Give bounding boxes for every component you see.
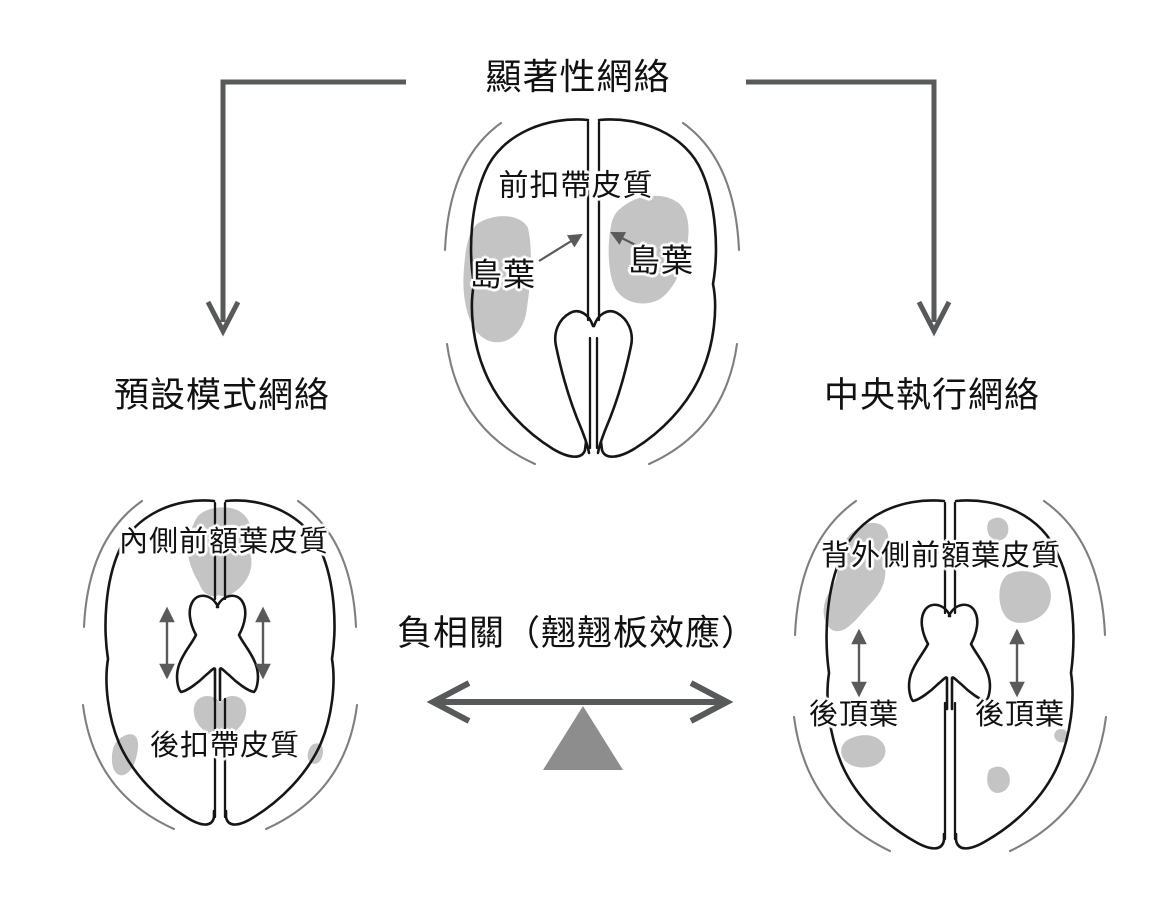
pcc-region (193, 695, 247, 737)
hemisphere-left-outline (469, 118, 590, 458)
default-mode-network-title: 預設模式網絡 (113, 375, 331, 415)
skull-arc (82, 499, 144, 629)
mpfc-label: 內側前額葉皮質 (118, 526, 330, 559)
acc-label: 前扣帶皮質 (498, 169, 654, 203)
dlpfc-region-left (823, 522, 889, 632)
parietal-region-right (987, 766, 1010, 793)
hemisphere-left-outline (825, 499, 946, 850)
midline-fissure (588, 336, 599, 450)
pointer-arrow-left (538, 233, 583, 262)
arrowhead-down-icon (205, 300, 241, 337)
hemisphere-left-outline (104, 499, 216, 826)
skull-arc (443, 121, 503, 252)
fulcrum-triangle-icon (543, 706, 623, 770)
skull-arc (264, 703, 359, 831)
ventricles-outline (907, 603, 992, 711)
cen-brain-illustration (792, 499, 1108, 853)
seesaw-icon (426, 680, 734, 770)
arrowhead-down-icon (916, 300, 952, 337)
skull-arc (1042, 499, 1107, 637)
skull-arc (81, 703, 176, 831)
mpfc-region (187, 507, 252, 597)
hemisphere-right-outline (954, 499, 1075, 850)
ppc-label-right: 後頂葉 (974, 699, 1066, 732)
ventricles-outline (175, 594, 260, 702)
pcc-label: 後扣帶皮質 (149, 730, 301, 763)
central-structure-outline (553, 309, 634, 455)
arrowhead-left-icon (426, 680, 471, 724)
insula-region-right (608, 195, 689, 304)
skull-arc (1008, 715, 1108, 853)
skull-arc (296, 499, 358, 629)
arrowhead-right-icon (689, 680, 734, 724)
pointer-arrow-right (610, 232, 656, 256)
skull-arc (792, 715, 892, 853)
insula-label-right: 島葉 (627, 242, 695, 279)
dlpfc-region-right (999, 571, 1051, 623)
insula-region-left (463, 216, 531, 343)
parietal-region-right-edge (1054, 728, 1069, 743)
connector-arrow-left (205, 79, 406, 337)
midline-fissure (213, 501, 227, 819)
hemisphere-right-outline (224, 499, 336, 826)
skull-arc (793, 499, 858, 637)
salience-network-title: 顯著性網絡 (485, 56, 671, 98)
skull-arc (647, 342, 739, 466)
insula-label-left: 島葉 (469, 256, 537, 293)
parietal-region-left (841, 735, 886, 768)
ppc-label-left: 後頂葉 (808, 699, 900, 732)
dlpfc-label: 背外側前額葉皮質 (820, 540, 1062, 573)
skull-arc (681, 121, 741, 252)
dmn-brain-illustration (81, 499, 359, 831)
negative-correlation-label: 負相關（翹翹板效應） (396, 613, 758, 653)
salience-brain-illustration (443, 118, 741, 466)
midline-fissure (943, 501, 957, 841)
skull-arc (445, 342, 537, 466)
dlpfc-region-right-upper (987, 517, 1009, 541)
connector-arrow-right (746, 79, 952, 337)
hemisphere-right-outline (597, 118, 718, 458)
central-executive-network-title: 中央執行網絡 (823, 375, 1041, 415)
